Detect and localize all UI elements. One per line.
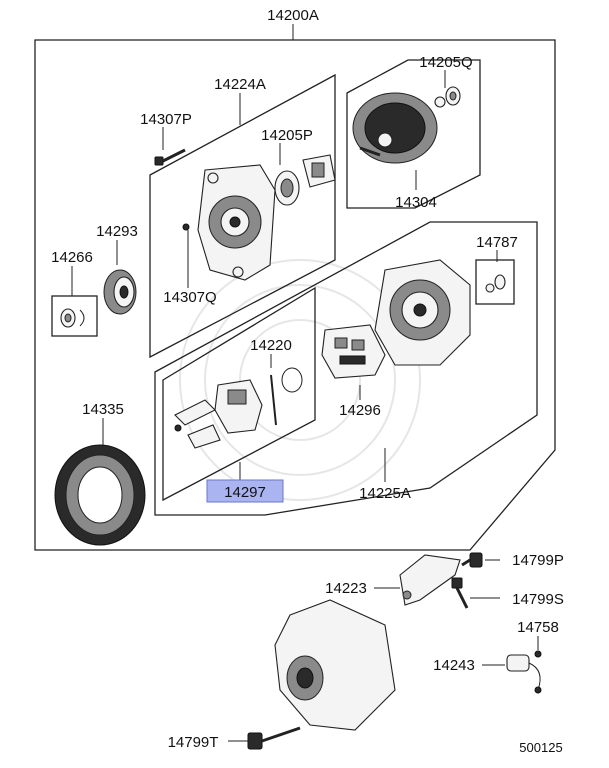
pulley-kit-frame [51, 295, 98, 337]
label-14223[interactable]: 14223 [325, 580, 367, 597]
bearing-14205p-part [274, 154, 336, 206]
label-14205p[interactable]: 14205P [261, 127, 313, 144]
label-14799s[interactable]: 14799S [512, 591, 564, 608]
bolt-14307p-part [154, 148, 186, 166]
label-14787[interactable]: 14787 [476, 234, 518, 251]
label-14220[interactable]: 14220 [250, 337, 292, 354]
regulator-clips-part [174, 399, 221, 449]
label-14243[interactable]: 14243 [433, 657, 475, 674]
highlight-box-14297[interactable] [206, 479, 284, 503]
label-14296[interactable]: 14296 [339, 402, 381, 419]
label-14224a[interactable]: 14224A [214, 76, 266, 93]
pulley-part [103, 269, 137, 315]
nut-washer-part [60, 308, 85, 328]
rotor-part [352, 92, 438, 164]
figure-code: 500125 [519, 740, 562, 755]
terminal-part [534, 650, 542, 658]
label-14297[interactable]: 14297 [224, 484, 266, 501]
label-14799t[interactable]: 14799T [168, 734, 219, 751]
stator-part [54, 444, 146, 546]
label-14304[interactable]: 14304 [395, 194, 437, 211]
rear-bracket-part [197, 164, 276, 281]
label-14293[interactable]: 14293 [96, 223, 138, 240]
rear-housing-part [374, 259, 471, 366]
rear-bracket-frame [149, 73, 336, 359]
label-14307q[interactable]: 14307Q [163, 289, 216, 306]
label-14335[interactable]: 14335 [82, 401, 124, 418]
bolt-14799p-part [461, 552, 483, 568]
screw-14307q-part [182, 223, 190, 231]
seal-kit-frame [475, 259, 515, 305]
condenser-part [506, 654, 542, 694]
label-14205q[interactable]: 14205Q [419, 54, 472, 71]
bolt-14799s-part [451, 577, 469, 609]
rectifier-part [321, 324, 386, 379]
label-14758[interactable]: 14758 [517, 619, 559, 636]
brush-holder-frame [162, 286, 316, 502]
assembly-frame [34, 39, 556, 551]
watermark-seal [179, 259, 421, 501]
leader-lines [71, 24, 539, 742]
rotor-frame [346, 59, 481, 209]
seal-kit-part [485, 274, 506, 293]
bracket-14223-part [399, 554, 461, 606]
label-14266[interactable]: 14266 [51, 249, 93, 266]
label-14799p[interactable]: 14799P [512, 552, 564, 569]
regulator-assy-frame [154, 221, 538, 516]
label-14200a[interactable]: 14200A [267, 7, 319, 24]
bearing-14205q-part [434, 86, 461, 108]
long-bolt-part [247, 726, 301, 750]
front-housing-part [274, 599, 396, 731]
label-14225a[interactable]: 14225A [359, 485, 411, 502]
label-14307p[interactable]: 14307P [140, 111, 192, 128]
